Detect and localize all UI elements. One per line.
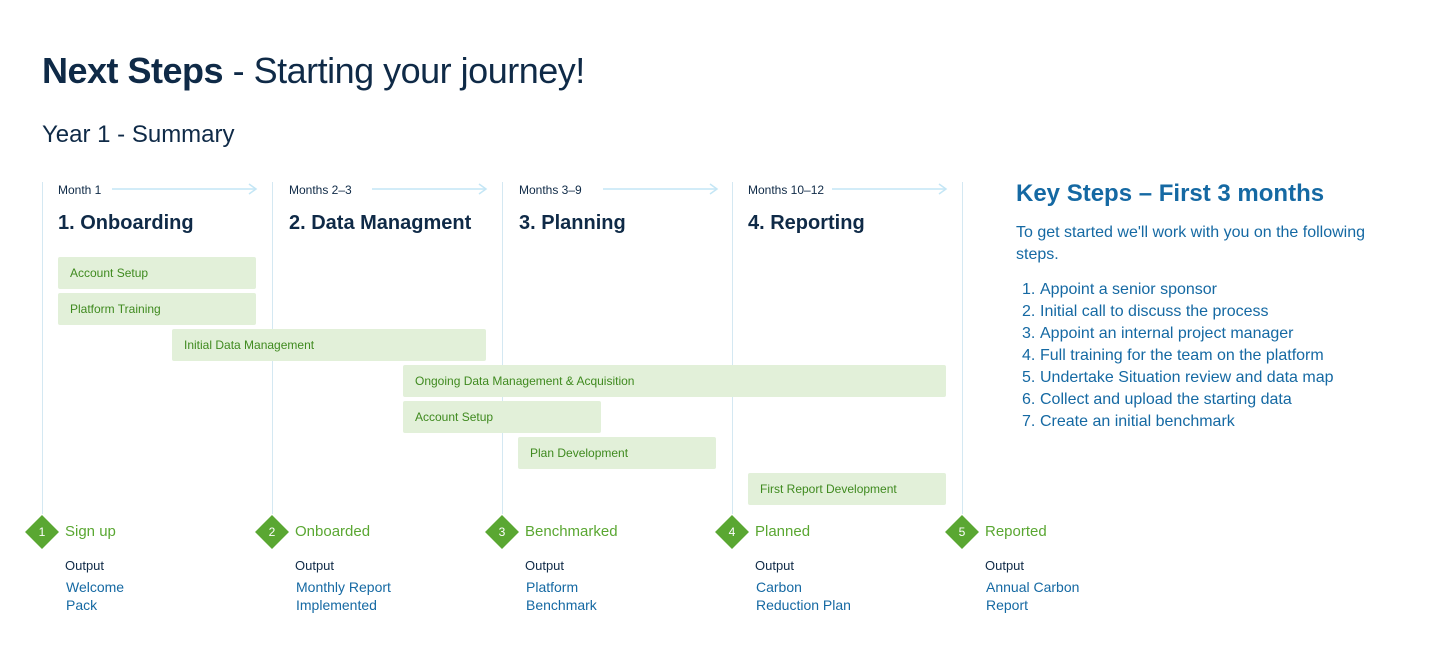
phase-4-title: 4. Reporting [748, 212, 865, 234]
key-steps-title: Key Steps – First 3 months [1016, 180, 1325, 207]
milestone-output-line: Annual Carbon [986, 579, 1080, 595]
page-title: Next Steps - Starting your journey! [42, 50, 585, 92]
key-step-text: Initial call to discuss the process [1040, 303, 1269, 320]
milestone-output-line: Pack [66, 597, 98, 613]
milestone-output-line: Reduction Plan [756, 597, 851, 613]
milestone-label: Planned [755, 523, 811, 540]
key-steps-intro: To get started we'll work with you on th… [1016, 224, 1366, 263]
milestone-output-label: Output [295, 558, 335, 573]
page-title-bold: Next Steps [42, 50, 224, 91]
phase-1-months: Month 1 [58, 183, 102, 197]
arrow-right-icon [832, 183, 948, 195]
task-bar: Ongoing Data Management & Acquisition [403, 365, 946, 397]
key-step-item: 4.Full training for the team on the plat… [1022, 345, 1334, 367]
milestone-label: Benchmarked [525, 523, 618, 540]
milestone-output-line: Implemented [296, 597, 377, 613]
key-step-text: Appoint a senior sponsor [1040, 281, 1217, 298]
milestone-output-line: Welcome [66, 579, 125, 595]
phase-3-months: Months 3–9 [519, 183, 582, 197]
column-divider [42, 182, 43, 514]
milestone-output-line: Carbon [756, 579, 802, 595]
key-step-item: 7.Create an initial benchmark [1022, 411, 1334, 433]
key-step-text: Create an initial benchmark [1040, 413, 1235, 430]
phase-1-title: 1. Onboarding [58, 212, 194, 234]
phase-2-title: 2. Data Managment [289, 212, 472, 234]
key-step-item: 6.Collect and upload the starting data [1022, 389, 1334, 411]
task-bar: First Report Development [748, 473, 946, 505]
page-title-rest: - Starting your journey! [223, 50, 586, 91]
task-bar: Account Setup [403, 401, 601, 433]
milestone-output-line: Report [986, 597, 1029, 613]
key-step-text: Undertake Situation review and data map [1040, 369, 1334, 386]
key-step-number: 3. [1022, 325, 1036, 342]
arrow-right-icon [112, 183, 258, 195]
milestone-output-label: Output [755, 558, 795, 573]
column-divider [962, 182, 963, 514]
column-divider [732, 182, 733, 514]
milestone-output-line: Benchmark [526, 597, 597, 613]
task-bar: Plan Development [518, 437, 716, 469]
key-step-number: 1. [1022, 281, 1036, 298]
key-step-number: 4. [1022, 347, 1036, 364]
key-step-item: 2.Initial call to discuss the process [1022, 301, 1334, 323]
key-step-item: 1.Appoint a senior sponsor [1022, 279, 1334, 301]
milestone-number: 3 [498, 525, 506, 539]
key-step-text: Appoint an internal project manager [1040, 325, 1294, 342]
phase-4-months: Months 10–12 [748, 183, 825, 197]
arrow-right-icon [603, 183, 719, 195]
milestone-number: 5 [958, 525, 966, 539]
key-step-number: 5. [1022, 369, 1036, 386]
key-step-number: 7. [1022, 413, 1036, 430]
key-steps-list: 1.Appoint a senior sponsor 2.Initial cal… [1016, 279, 1334, 433]
page-subtitle: Year 1 - Summary [42, 121, 235, 148]
milestone-output-line: Platform [526, 579, 579, 595]
milestone-label: Reported [985, 523, 1047, 540]
milestone-output-label: Output [65, 558, 105, 573]
task-bar: Platform Training [58, 293, 256, 325]
milestone-number: 4 [728, 525, 736, 539]
key-step-number: 6. [1022, 391, 1036, 408]
key-step-number: 2. [1022, 303, 1036, 320]
milestone-number: 1 [38, 525, 46, 539]
milestone-output-line: Monthly Report [296, 579, 391, 595]
key-step-item: 5.Undertake Situation review and data ma… [1022, 367, 1334, 389]
milestone-label: Onboarded [295, 523, 371, 540]
milestone-number: 2 [268, 525, 276, 539]
phase-2-months: Months 2–3 [289, 183, 352, 197]
milestone-output-label: Output [525, 558, 565, 573]
key-step-text: Collect and upload the starting data [1040, 391, 1292, 408]
task-bar: Initial Data Management [172, 329, 486, 361]
column-divider [502, 182, 503, 514]
arrow-right-icon [372, 183, 488, 195]
milestone-output-label: Output [985, 558, 1025, 573]
phase-3-title: 3. Planning [519, 212, 626, 234]
milestone-label: Sign up [65, 523, 116, 540]
key-step-text: Full training for the team on the platfo… [1040, 347, 1324, 364]
task-bar: Account Setup [58, 257, 256, 289]
key-step-item: 3.Appoint an internal project manager [1022, 323, 1334, 345]
